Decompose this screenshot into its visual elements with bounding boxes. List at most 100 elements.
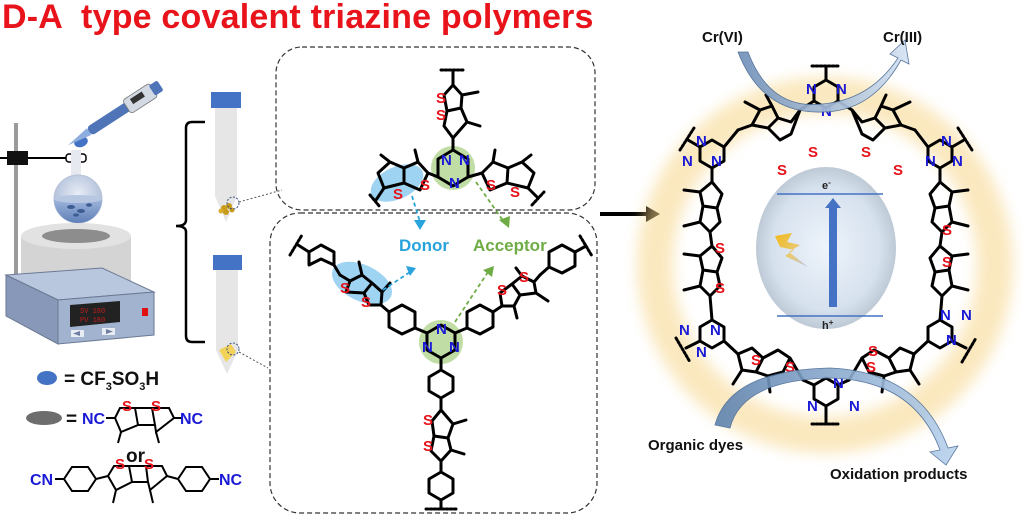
ctf-structure-extended: N N N S S S S S S xyxy=(288,233,594,511)
monomer-equals: = xyxy=(66,409,77,430)
synthesis-apparatus: SV 180 PV 180 xyxy=(0,81,163,345)
photocatalyst-ring: N N N N N N N N N N N N N N N N N N S S … xyxy=(637,29,1013,483)
svg-text:S: S xyxy=(866,359,876,376)
svg-text:S: S xyxy=(361,294,371,311)
or-label: or xyxy=(126,446,146,467)
svg-text:S: S xyxy=(785,359,795,376)
cr-vi-label: Cr(VI) xyxy=(702,29,743,46)
acid-formula: = CF xyxy=(64,369,106,390)
svg-text:S: S xyxy=(510,184,520,201)
pipette-icon xyxy=(68,81,163,146)
electron-label: e xyxy=(822,180,828,192)
svg-text:N: N xyxy=(449,339,460,356)
svg-text:N: N xyxy=(459,152,470,169)
hotplate-display-line2: PV 180 xyxy=(80,317,105,325)
svg-text:= CF3SO3H: = CF3SO3H xyxy=(64,369,159,393)
svg-text:N: N xyxy=(836,81,847,98)
svg-text:S: S xyxy=(144,456,154,473)
light-bolt-icon xyxy=(775,233,808,267)
brace xyxy=(175,120,205,344)
hole-label: h xyxy=(822,320,829,332)
svg-text:N: N xyxy=(449,175,460,192)
svg-text:S: S xyxy=(340,280,350,297)
svg-text:N: N xyxy=(925,153,936,170)
hotplate-stirrer: SV 180 PV 180 xyxy=(4,267,156,345)
svg-text:N: N xyxy=(436,321,447,338)
reduction-arc-arrow xyxy=(737,39,910,113)
acid-droplet-legend-icon xyxy=(37,371,57,385)
product-tubes xyxy=(175,92,283,374)
svg-text:S: S xyxy=(115,456,125,473)
svg-text:S: S xyxy=(751,352,761,369)
svg-text:e-: e- xyxy=(822,178,831,192)
svg-text:h+: h+ xyxy=(822,318,834,332)
ring-bonds xyxy=(674,64,978,426)
svg-text:N: N xyxy=(833,375,844,392)
svg-text:N: N xyxy=(711,153,722,170)
structure-box-top xyxy=(275,46,596,211)
donor-label: Donor xyxy=(399,236,449,255)
flask-neck xyxy=(71,150,81,180)
svg-text:S: S xyxy=(393,186,403,203)
svg-text:CN: CN xyxy=(30,472,53,489)
svg-text:NC: NC xyxy=(180,411,204,428)
svg-text:S: S xyxy=(151,398,161,415)
clamp-block xyxy=(7,151,28,165)
svg-text:N: N xyxy=(961,307,972,324)
ring-s-atoms: S S S S S S S S S S S S xyxy=(715,144,952,376)
hotplate-display-line1: SV 180 xyxy=(80,308,105,316)
svg-text:S: S xyxy=(777,162,787,179)
monomer-extended: CN S S NC xyxy=(30,456,243,504)
tube-top xyxy=(211,92,283,222)
stand-rod xyxy=(14,123,18,283)
tube-bottom xyxy=(213,255,269,374)
round-bottom-flask xyxy=(53,174,103,224)
svg-text:NC: NC xyxy=(82,411,106,428)
ctf-structure-short: N N N S S S S S S xyxy=(368,68,546,230)
svg-text:S: S xyxy=(942,254,952,271)
oxidation-arc-arrow xyxy=(714,367,959,466)
svg-text:S: S xyxy=(420,177,430,194)
svg-text:N: N xyxy=(696,344,707,361)
cr-iii-label: Cr(III) xyxy=(883,29,922,46)
svg-text:N: N xyxy=(952,153,963,170)
svg-text:N: N xyxy=(807,398,818,415)
hotplate-power-button xyxy=(142,308,148,316)
svg-text:N: N xyxy=(806,81,817,98)
svg-text:N: N xyxy=(696,133,707,150)
svg-text:S: S xyxy=(423,438,433,455)
svg-text:N: N xyxy=(682,153,693,170)
donor-highlight-extended xyxy=(332,261,392,305)
donor-arrow xyxy=(411,195,421,223)
svg-text:S: S xyxy=(861,144,871,161)
svg-text:S: S xyxy=(519,269,529,286)
donor-highlight xyxy=(370,164,424,202)
acceptor-label: Acceptor xyxy=(473,236,547,255)
svg-text:S: S xyxy=(122,398,132,415)
donor-arrow-extended xyxy=(382,271,411,291)
svg-text:N: N xyxy=(710,322,721,339)
svg-text:N: N xyxy=(422,339,433,356)
svg-text:N: N xyxy=(679,322,690,339)
excitation-arrow xyxy=(829,206,837,307)
svg-text:N: N xyxy=(941,133,952,150)
svg-text:NC: NC xyxy=(219,472,243,489)
monomer-dicyano-ttt: NC S S NC xyxy=(82,398,204,444)
svg-text:N: N xyxy=(940,307,951,324)
svg-text:S: S xyxy=(436,90,446,107)
svg-text:S: S xyxy=(486,177,496,194)
svg-text:N: N xyxy=(849,398,860,415)
figure-title: D-A type covalent triazine polymers xyxy=(2,0,594,36)
svg-text:S: S xyxy=(715,280,725,297)
oxidation-products-label: Oxidation products xyxy=(830,466,968,483)
svg-text:S: S xyxy=(942,222,952,239)
svg-text:S: S xyxy=(715,240,725,257)
svg-text:S: S xyxy=(893,162,903,179)
svg-text:S: S xyxy=(497,282,507,299)
band-gap-diagram: e- h+ xyxy=(756,167,896,332)
svg-text:S: S xyxy=(436,107,446,124)
legend: = CF3SO3H = NC S S NC or CN S S xyxy=(26,369,243,504)
acceptor-arrow-extended xyxy=(454,271,489,323)
svg-text:S: S xyxy=(423,412,433,429)
